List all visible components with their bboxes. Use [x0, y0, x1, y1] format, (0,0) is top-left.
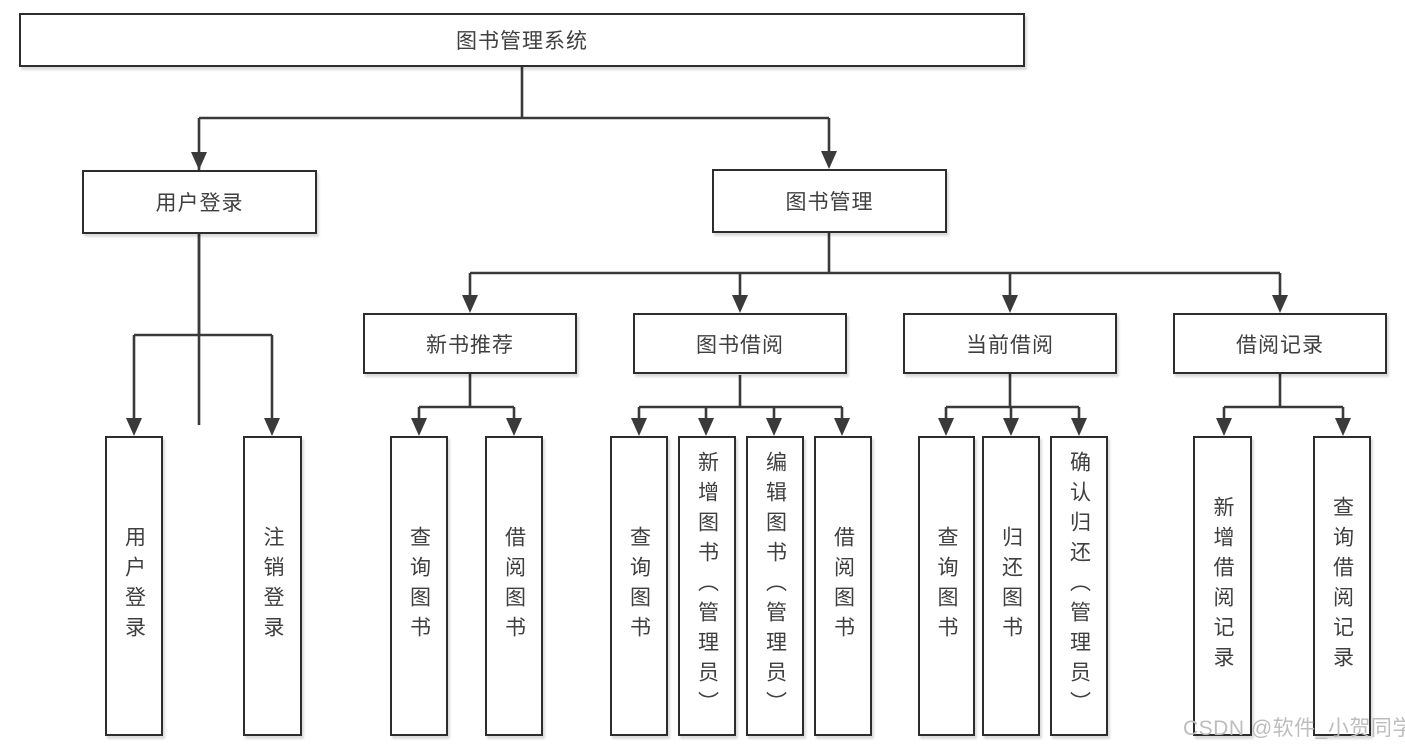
connector-borrow-record-to-leaves [1216, 374, 1351, 436]
node-label: 借阅记录 [1236, 333, 1324, 357]
node-borrow-record: 借阅记录 [1173, 313, 1387, 374]
node-label: 查询图书 [935, 526, 958, 646]
node-label: 图书管理 [785, 191, 874, 214]
node-label: 确认归还（管理员） [1067, 451, 1091, 721]
leaf-borrow-books-recommend: 借阅图书 [485, 436, 543, 736]
leaf-edit-books-admin: 编辑图书（管理员） [746, 436, 804, 736]
connector-book-borrow-to-leaves [631, 375, 850, 436]
leaf-borrow-books: 借阅图书 [814, 436, 872, 736]
leaf-query-borrow-record: 查询借阅记录 [1313, 436, 1371, 736]
node-label: 归还图书 [999, 526, 1023, 646]
node-label: 查询图书 [407, 526, 431, 646]
node-label: 用户登录 [155, 192, 244, 215]
node-label: 借阅图书 [831, 526, 855, 646]
node-label: 用户登录 [122, 526, 146, 646]
node-library-management-system: 图书管理系统 [19, 13, 1025, 67]
node-label: 图书借阅 [696, 333, 784, 357]
leaf-logout: 注销登录 [243, 436, 302, 736]
node-label: 查询图书 [627, 526, 651, 646]
leaf-query-books-current: 查询图书 [918, 436, 975, 736]
connector-new-book-to-leaves [411, 374, 522, 436]
node-book-management: 图书管理 [712, 169, 947, 233]
node-new-book-recommend: 新书推荐 [363, 313, 577, 374]
leaf-confirm-return-admin: 确认归还（管理员） [1050, 436, 1108, 736]
connector-book-mgmt-to-level3 [462, 233, 1288, 313]
leaf-query-books-borrow: 查询图书 [610, 436, 668, 736]
leaf-add-books-admin: 新增图书（管理员） [678, 436, 736, 736]
node-label: 图书管理系统 [456, 30, 588, 53]
node-label: 新增借阅记录 [1211, 496, 1234, 676]
connector-current-borrow-to-leaves [938, 374, 1087, 436]
node-label: 注销登录 [261, 526, 284, 646]
node-label: 新增图书（管理员） [695, 451, 719, 721]
node-label: 编辑图书（管理员） [763, 451, 787, 721]
leaf-user-login: 用户登录 [105, 436, 163, 736]
leaf-return-books: 归还图书 [982, 436, 1040, 736]
csdn-watermark: CSDN @软件_小贺同学 [1183, 717, 1405, 740]
node-label: 当前借阅 [966, 333, 1054, 357]
node-user-login: 用户登录 [82, 170, 317, 234]
node-current-borrow: 当前借阅 [903, 313, 1117, 374]
node-label: 借阅图书 [502, 526, 526, 646]
connector-user-login-to-leaves [126, 234, 280, 436]
node-book-borrow: 图书借阅 [633, 313, 847, 374]
node-label: 新书推荐 [426, 333, 514, 357]
node-label: 查询借阅记录 [1330, 496, 1354, 676]
leaf-add-borrow-record: 新增借阅记录 [1193, 436, 1252, 736]
leaf-query-books-recommend: 查询图书 [390, 436, 448, 736]
